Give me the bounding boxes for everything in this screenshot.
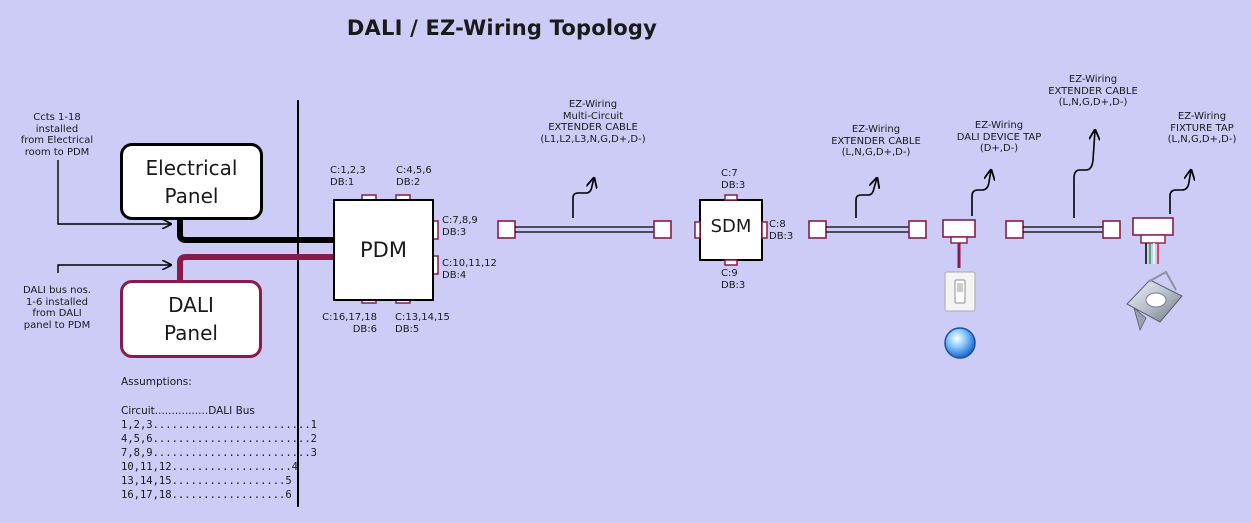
extender-cable-2-label: EZ-Wiring EXTENDER CABLE (L,N,G,D+,D-) [1048,74,1138,108]
sdm-port-bottom: C:9 DB:3 [721,268,746,291]
pdm-port-bottom-left: C:16,17,18 DB:6 [322,312,377,335]
electrical-panel: Electrical Panel [120,143,263,220]
power-bus [177,218,334,243]
multi-circuit-cable [497,178,672,239]
dali-note-arrow [57,265,171,273]
pdm-port-right-top: C:7,8,9 DB:3 [442,215,478,238]
assumptions-row-4: 10,11,12...................4 [121,461,299,473]
assumptions-heading: Assumptions: [121,376,192,388]
assumptions-row-1: 1,2,3.........................1 [121,419,317,431]
sensor-icon [944,327,976,359]
assumptions-row-2: 4,5,6.........................2 [121,433,317,445]
dali-device-tap [942,170,991,268]
pdm-port-top-right: C:4,5,6 DB:2 [396,165,432,188]
pdm-port-bottom-right: C:13,14,15 DB:5 [395,312,450,335]
sdm-module [694,194,768,266]
dali-note: DALI bus nos. 1-6 installed from DALI pa… [23,285,91,331]
page-title: DALI / EZ-Wiring Topology [346,16,658,40]
pdm-port-top-left: C:1,2,3 DB:1 [330,165,366,188]
fixture-tap [1132,170,1191,264]
pdm-module: PDM [333,199,434,301]
sdm-port-right: C:8 DB:3 [769,219,794,242]
fixture-icon [1126,270,1183,332]
fixture-tap-label: EZ-Wiring FIXTURE TAP (L,N,G,D+,D-) [1167,111,1237,145]
multi-circuit-cable-label: EZ-Wiring Multi-Circuit EXTENDER CABLE (… [540,99,646,145]
extender-cable-2 [1005,130,1121,239]
extender-cable-1 [808,178,927,239]
assumptions-row-5: 13,14,15..................5 [121,475,292,487]
electrical-note-arrow [57,160,171,224]
extender-cable-1-label: EZ-Wiring EXTENDER CABLE (L,N,G,D+,D-) [831,124,921,158]
assumptions-row-3: 7,8,9.........................3 [121,447,317,459]
sdm-port-top: C:7 DB:3 [721,168,746,191]
dali-device-tap-label: EZ-Wiring DALI DEVICE TAP (D+,D-) [956,120,1042,154]
switch-icon [944,271,976,312]
electrical-note: Ccts 1-18 installed from Electrical room… [20,112,94,158]
dali-bus [177,254,334,280]
assumptions-table-header: Circuit................DALI Bus [121,405,255,417]
assumptions-row-6: 16,17,18..................6 [121,489,292,501]
dali-panel: DALI Panel [120,280,262,358]
sdm-label: SDM [710,216,752,237]
pdm-port-right-bottom: C:10,11,12 DB:4 [442,258,497,281]
